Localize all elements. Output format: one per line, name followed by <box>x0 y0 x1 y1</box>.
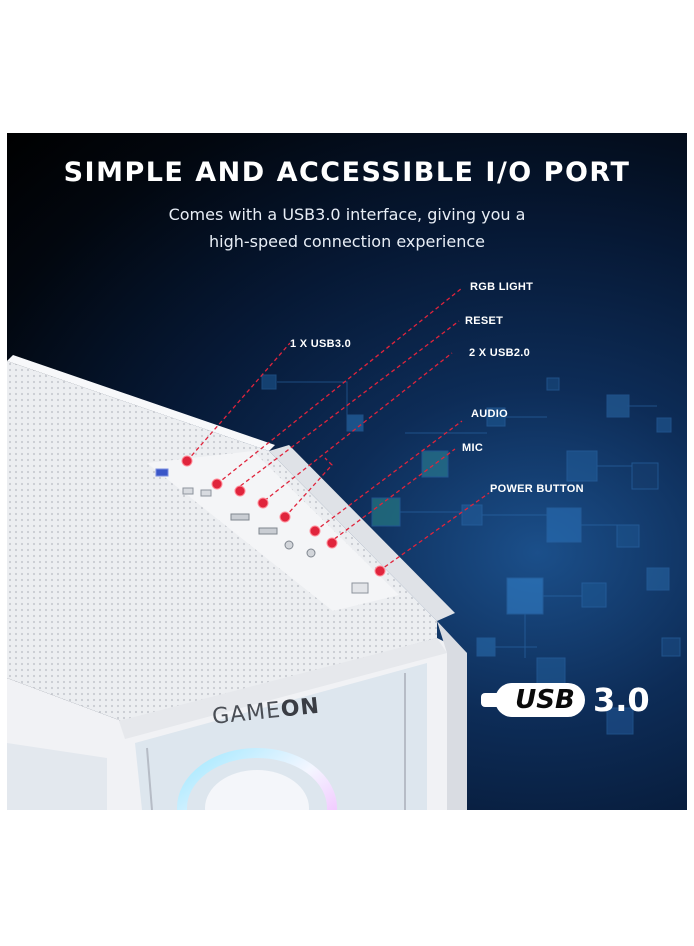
banner-title: SIMPLE AND ACCESSIBLE I/O PORT <box>63 157 631 188</box>
callout-markers <box>181 455 386 577</box>
callout-reset: RESET <box>465 315 504 327</box>
product-banner: SIMPLE AND ACCESSIBLE I/O PORT Comes wit… <box>7 133 687 810</box>
io-ports <box>155 468 369 594</box>
brand-bold: ON <box>279 693 322 723</box>
pc-case <box>7 355 467 810</box>
callout-usb2: 2 X USB2.0 <box>469 347 531 359</box>
usb-badge-version: 3.0 <box>593 681 650 719</box>
usb-badge-label: USB <box>515 685 575 715</box>
case-illustration <box>7 287 681 810</box>
callout-audio: AUDIO <box>471 408 508 420</box>
callout-power-button: POWER BUTTON <box>490 483 584 495</box>
callout-rgb-light: RGB LIGHT <box>470 281 534 293</box>
subtitle-line-1: Comes with a USB3.0 interface, giving yo… <box>168 205 526 224</box>
circuit-decoration <box>261 374 681 735</box>
subtitle-line-2: high-speed connection experience <box>209 232 485 251</box>
usb-3-badge: USB 3.0 <box>481 680 681 724</box>
callout-mic: MIC <box>462 442 484 454</box>
banner-subtitle: Comes with a USB3.0 interface, giving yo… <box>7 201 687 255</box>
callout-lines <box>186 287 490 572</box>
callout-usb3: 1 X USB3.0 <box>290 338 352 350</box>
